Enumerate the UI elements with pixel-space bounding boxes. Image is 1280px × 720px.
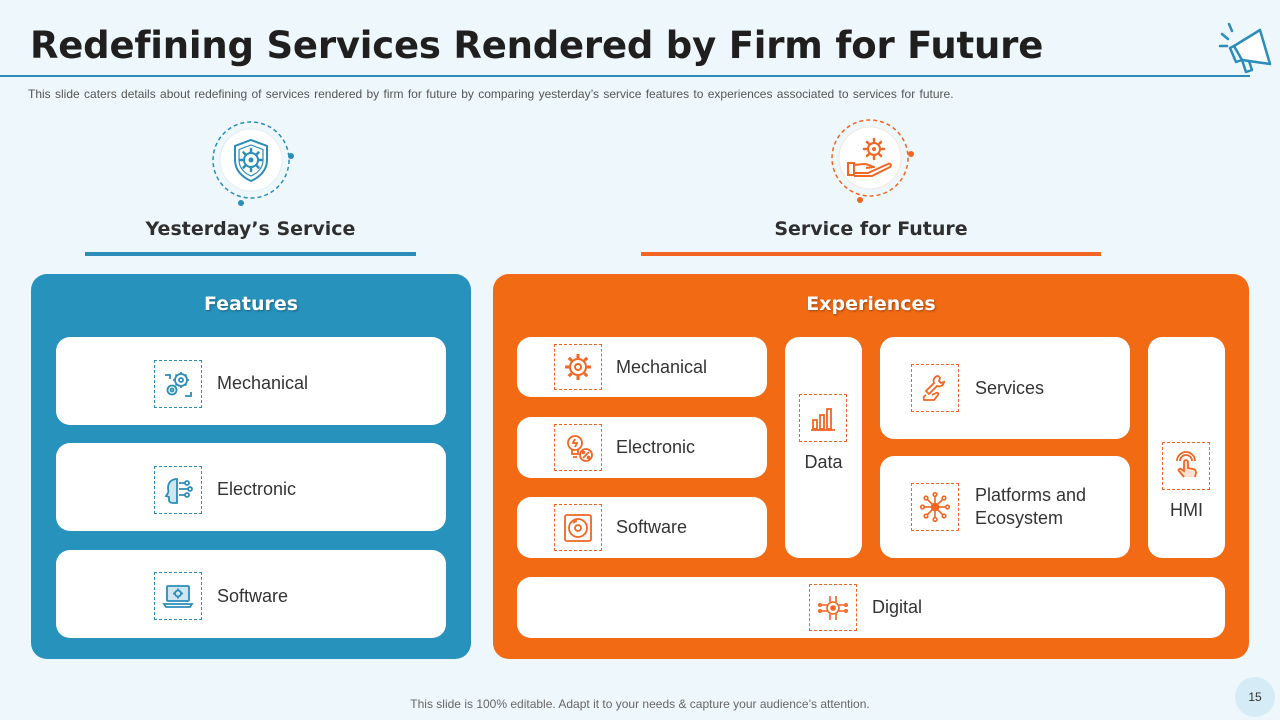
- feature-card-mechanical: Mechanical: [56, 337, 446, 425]
- experience-label-digital: Digital: [872, 597, 923, 617]
- experience-label-data: Data: [804, 452, 843, 472]
- experience-label-hmi: HMI: [1170, 500, 1203, 520]
- gears-icon: [154, 360, 202, 408]
- touch-icon: [1162, 442, 1210, 490]
- experience-card-hmi: HMI: [1148, 337, 1225, 558]
- megaphone-icon: [1218, 22, 1272, 74]
- experience-label-mechanical: Mechanical: [616, 357, 708, 377]
- future-heading-rule: [641, 252, 1101, 256]
- bulb-percent-icon: [554, 424, 602, 471]
- experience-label-platforms: Platforms and Ecosystem: [975, 485, 1087, 528]
- experience-card-software: Software: [517, 497, 767, 558]
- yesterday-heading-rule: [85, 252, 416, 256]
- features-panel: Features Mechanical Electronic: [31, 274, 471, 659]
- network-icon: [911, 483, 959, 531]
- experience-label-services: Services: [975, 378, 1045, 398]
- future-heading: Service for Future: [774, 218, 968, 240]
- experience-card-electronic: Electronic: [517, 417, 767, 478]
- shield-gear-icon: [212, 121, 294, 206]
- yesterday-heading: Yesterday’s Service: [145, 218, 356, 240]
- features-panel-title: Features: [203, 293, 299, 315]
- digital-circuit-icon: [809, 584, 857, 631]
- slide-footer: This slide is 100% editable. Adapt it to…: [410, 697, 870, 711]
- feature-label-software: Software: [217, 586, 289, 606]
- gear-icon: [554, 344, 602, 390]
- experience-card-digital: Digital: [517, 577, 1225, 638]
- experience-card-mechanical: Mechanical: [517, 337, 767, 397]
- experiences-panel-title: Experiences: [806, 293, 936, 315]
- title-underline: [0, 75, 1250, 77]
- page-number: 15: [1235, 677, 1275, 717]
- feature-card-electronic: Electronic: [56, 443, 446, 531]
- feature-card-software: Software: [56, 550, 446, 638]
- hand-gear-icon: [831, 119, 914, 203]
- experience-label-software: Software: [616, 517, 688, 537]
- bar-chart-icon: [799, 394, 847, 442]
- slide-title: Redefining Services Rendered by Firm for…: [30, 24, 1044, 67]
- feature-label-mechanical: Mechanical: [217, 373, 309, 393]
- experience-card-platforms: Platforms and Ecosystem: [880, 456, 1130, 558]
- experience-card-data: Data: [785, 337, 862, 558]
- experience-card-services: Services: [880, 337, 1130, 439]
- feature-label-electronic: Electronic: [217, 479, 297, 499]
- experience-label-electronic: Electronic: [616, 437, 696, 457]
- laptop-icon: [154, 572, 202, 620]
- wrench-hand-icon: [911, 364, 959, 412]
- slide-subtitle: This slide caters details about redefini…: [28, 87, 954, 101]
- experiences-panel: Experiences Mechanical Electronic: [493, 274, 1249, 659]
- disc-icon: [554, 504, 602, 551]
- circuit-head-icon: [154, 466, 202, 514]
